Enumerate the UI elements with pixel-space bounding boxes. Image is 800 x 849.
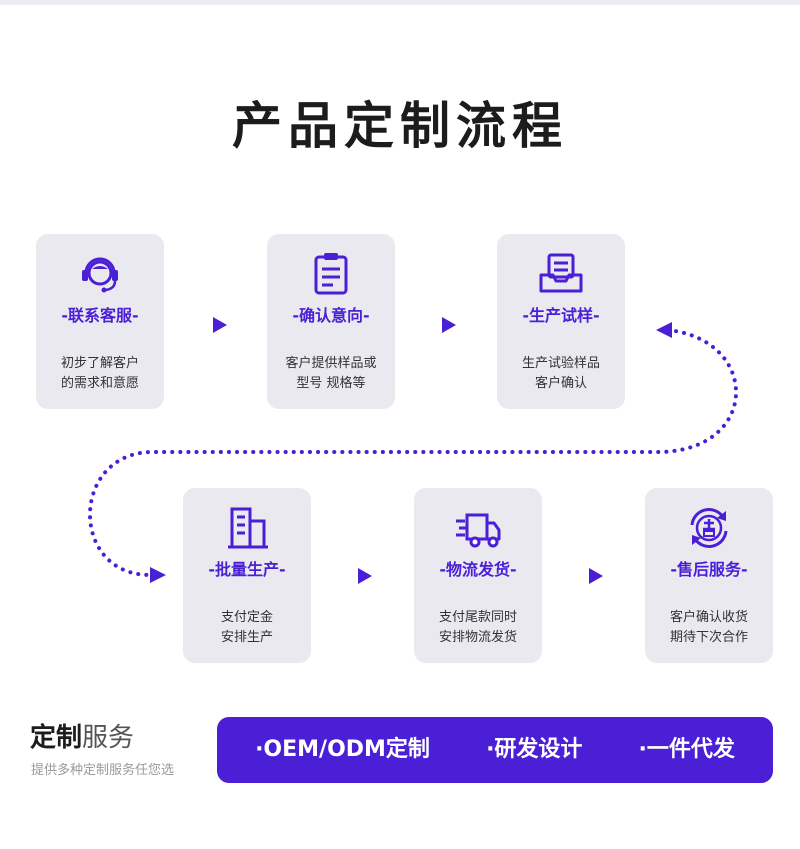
step-desc-line: 支付尾款同时: [438, 610, 517, 625]
step-label: -联系客服-: [61, 306, 139, 325]
step-card-aftersale: -售后服务- 客户确认收货 期待下次合作: [645, 488, 773, 663]
step-desc-line: 支付定金: [220, 610, 273, 625]
aftersale-icon: [684, 503, 734, 553]
document-icon: [306, 249, 356, 299]
service-title: 定制服务: [30, 720, 134, 756]
step-desc: 生产试验样品 客户确认: [503, 354, 619, 394]
truck-icon: [453, 503, 503, 553]
step-desc-line: 生产试验样品: [521, 356, 600, 371]
step-card-shipping: -物流发货- 支付尾款同时 安排物流发货: [414, 488, 542, 663]
step-desc-line: 安排物流发货: [438, 630, 517, 645]
service-title-bold: 定制: [30, 723, 83, 753]
step-desc: 客户确认收货 期待下次合作: [651, 608, 767, 648]
step-label: -确认意向-: [292, 306, 370, 325]
arrow-right-icon: [213, 317, 227, 333]
step-desc-line: 客户确认: [534, 376, 587, 391]
step-desc: 支付尾款同时 安排物流发货: [420, 608, 536, 648]
top-band: [0, 0, 800, 5]
step-label: -生产试样-: [522, 306, 600, 325]
arrow-right-icon: [358, 568, 372, 584]
step-desc-line: 客户提供样品或: [285, 356, 377, 371]
page-title: 产品定制流程: [232, 97, 568, 155]
step-desc-line: 客户确认收货: [669, 610, 748, 625]
service-item-dropship: ·一件代发: [638, 737, 735, 762]
service-title-light: 服务: [82, 723, 135, 753]
service-item-design: ·研发设计: [486, 737, 583, 762]
step-desc-line: 型号 规格等: [296, 376, 366, 391]
step-desc-line: 安排生产: [220, 630, 273, 645]
step-card-production: -批量生产- 支付定金 安排生产: [183, 488, 311, 663]
step-desc: 支付定金 安排生产: [189, 608, 305, 648]
step-desc-line: 期待下次合作: [669, 630, 748, 645]
arrow-right-icon: [589, 568, 603, 584]
arrow-right-icon: [442, 317, 456, 333]
step-card-confirm: -确认意向- 客户提供样品或 型号 规格等: [267, 234, 395, 409]
inbox-icon: [536, 249, 586, 299]
step-label: -物流发货-: [439, 560, 517, 579]
step-desc: 初步了解客户 的需求和意愿: [42, 354, 158, 394]
service-banner: ·OEM/ODM定制 ·研发设计 ·一件代发: [217, 717, 773, 783]
headset-icon: [75, 249, 125, 299]
service-subtitle: 提供多种定制服务任您选: [31, 763, 175, 778]
step-desc-line: 的需求和意愿: [60, 376, 139, 391]
building-icon: [222, 503, 272, 553]
step-desc: 客户提供样品或 型号 规格等: [273, 354, 389, 394]
step-label: -批量生产-: [208, 560, 286, 579]
step-card-contact: -联系客服- 初步了解客户 的需求和意愿: [36, 234, 164, 409]
step-desc-line: 初步了解客户: [60, 356, 139, 371]
service-item-oem: ·OEM/ODM定制: [255, 737, 430, 762]
step-label: -售后服务-: [670, 560, 748, 579]
step-card-sample: -生产试样- 生产试验样品 客户确认: [497, 234, 625, 409]
